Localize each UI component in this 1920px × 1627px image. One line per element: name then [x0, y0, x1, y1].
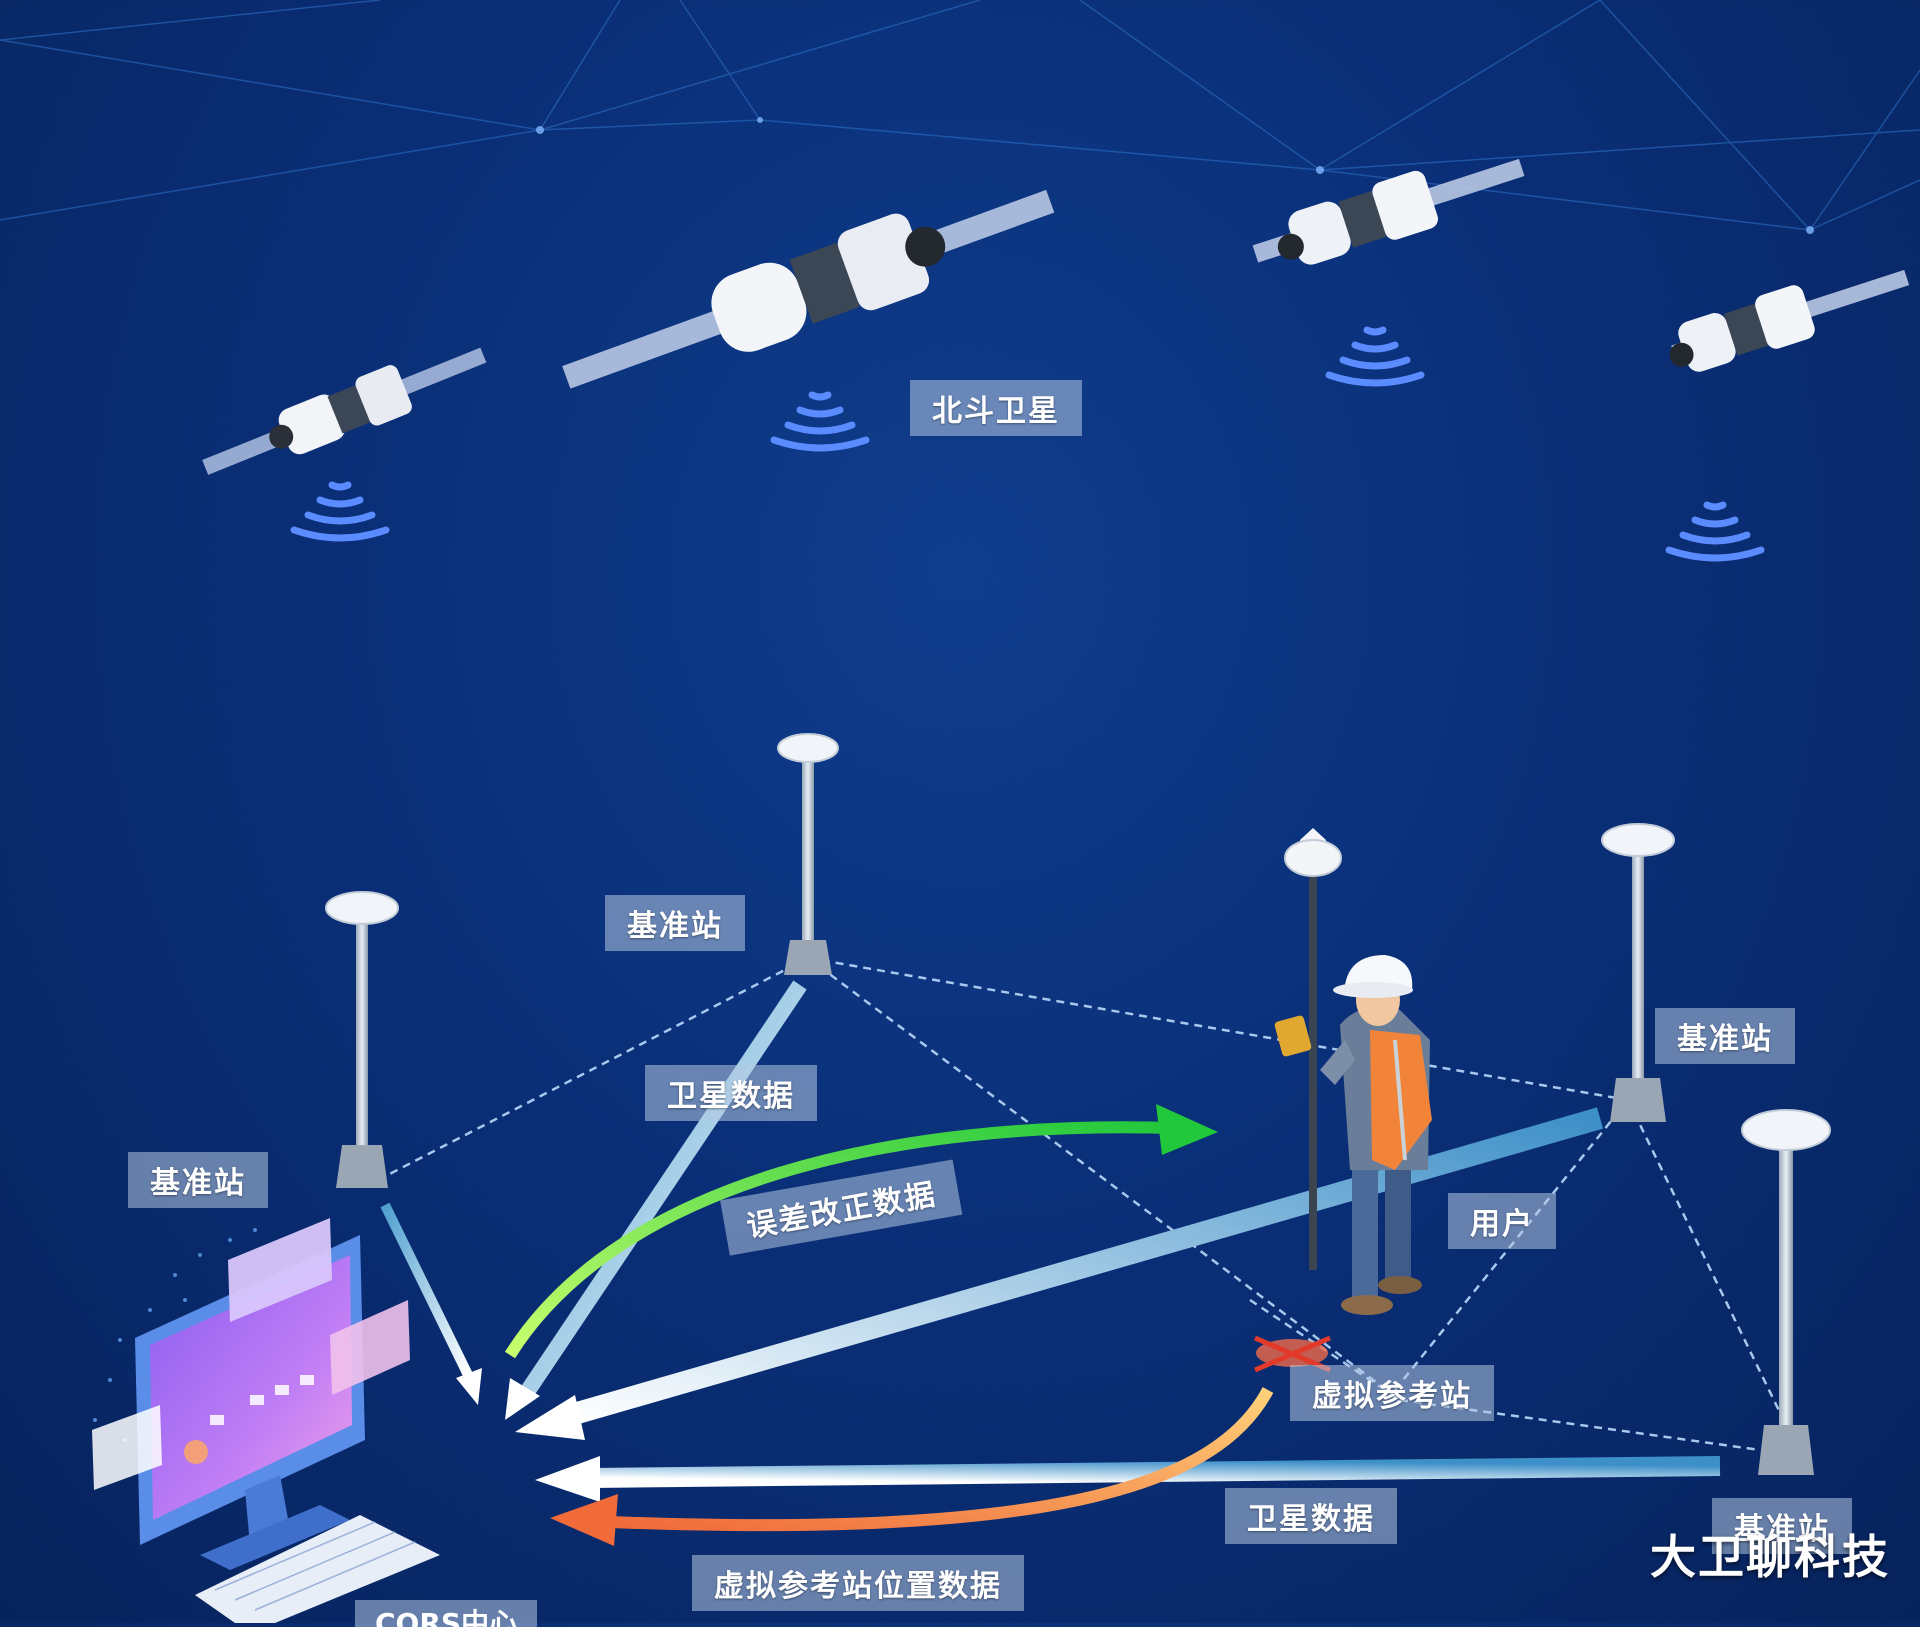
base-station-right [1601, 823, 1675, 1122]
background-network-nodes [536, 117, 1814, 234]
virtual-position-arrow [550, 1387, 1274, 1546]
signal-waves [290, 326, 1765, 562]
surveyor-user [1274, 828, 1432, 1315]
satellite [562, 189, 1055, 389]
base-station-bottom-right [1741, 1109, 1831, 1475]
satellite [1669, 269, 1910, 372]
base-station-top [777, 733, 839, 975]
base-station-left [325, 891, 399, 1188]
background-network-lines [0, 0, 1920, 231]
base-station-label-top: 基准站 [605, 895, 745, 951]
beidou-satellite-label: 北斗卫星 [910, 380, 1082, 436]
watermark: 大卫聊科技 [1650, 1530, 1890, 1584]
user-label: 用户 [1448, 1193, 1556, 1249]
correction-arrow [504, 1104, 1218, 1359]
virtual-station-marker [1254, 1335, 1331, 1373]
satellite [1252, 158, 1525, 265]
satellite-data-label-top: 卫星数据 [645, 1065, 817, 1121]
satellite-data-label-bottom: 卫星数据 [1225, 1488, 1397, 1544]
base-station-label-right: 基准站 [1655, 1008, 1795, 1064]
satellite [202, 347, 487, 475]
virtual-station-label: 虚拟参考站 [1290, 1365, 1494, 1421]
base-station-label-left: 基准站 [128, 1152, 268, 1208]
cors-center-computer [92, 1218, 440, 1623]
base-station-label-bottom-right: 基准站 [1712, 1498, 1852, 1554]
station-network-dashed-lines [377, 956, 1788, 1452]
virtual-position-data-label: 虚拟参考站位置数据 [692, 1555, 1024, 1611]
